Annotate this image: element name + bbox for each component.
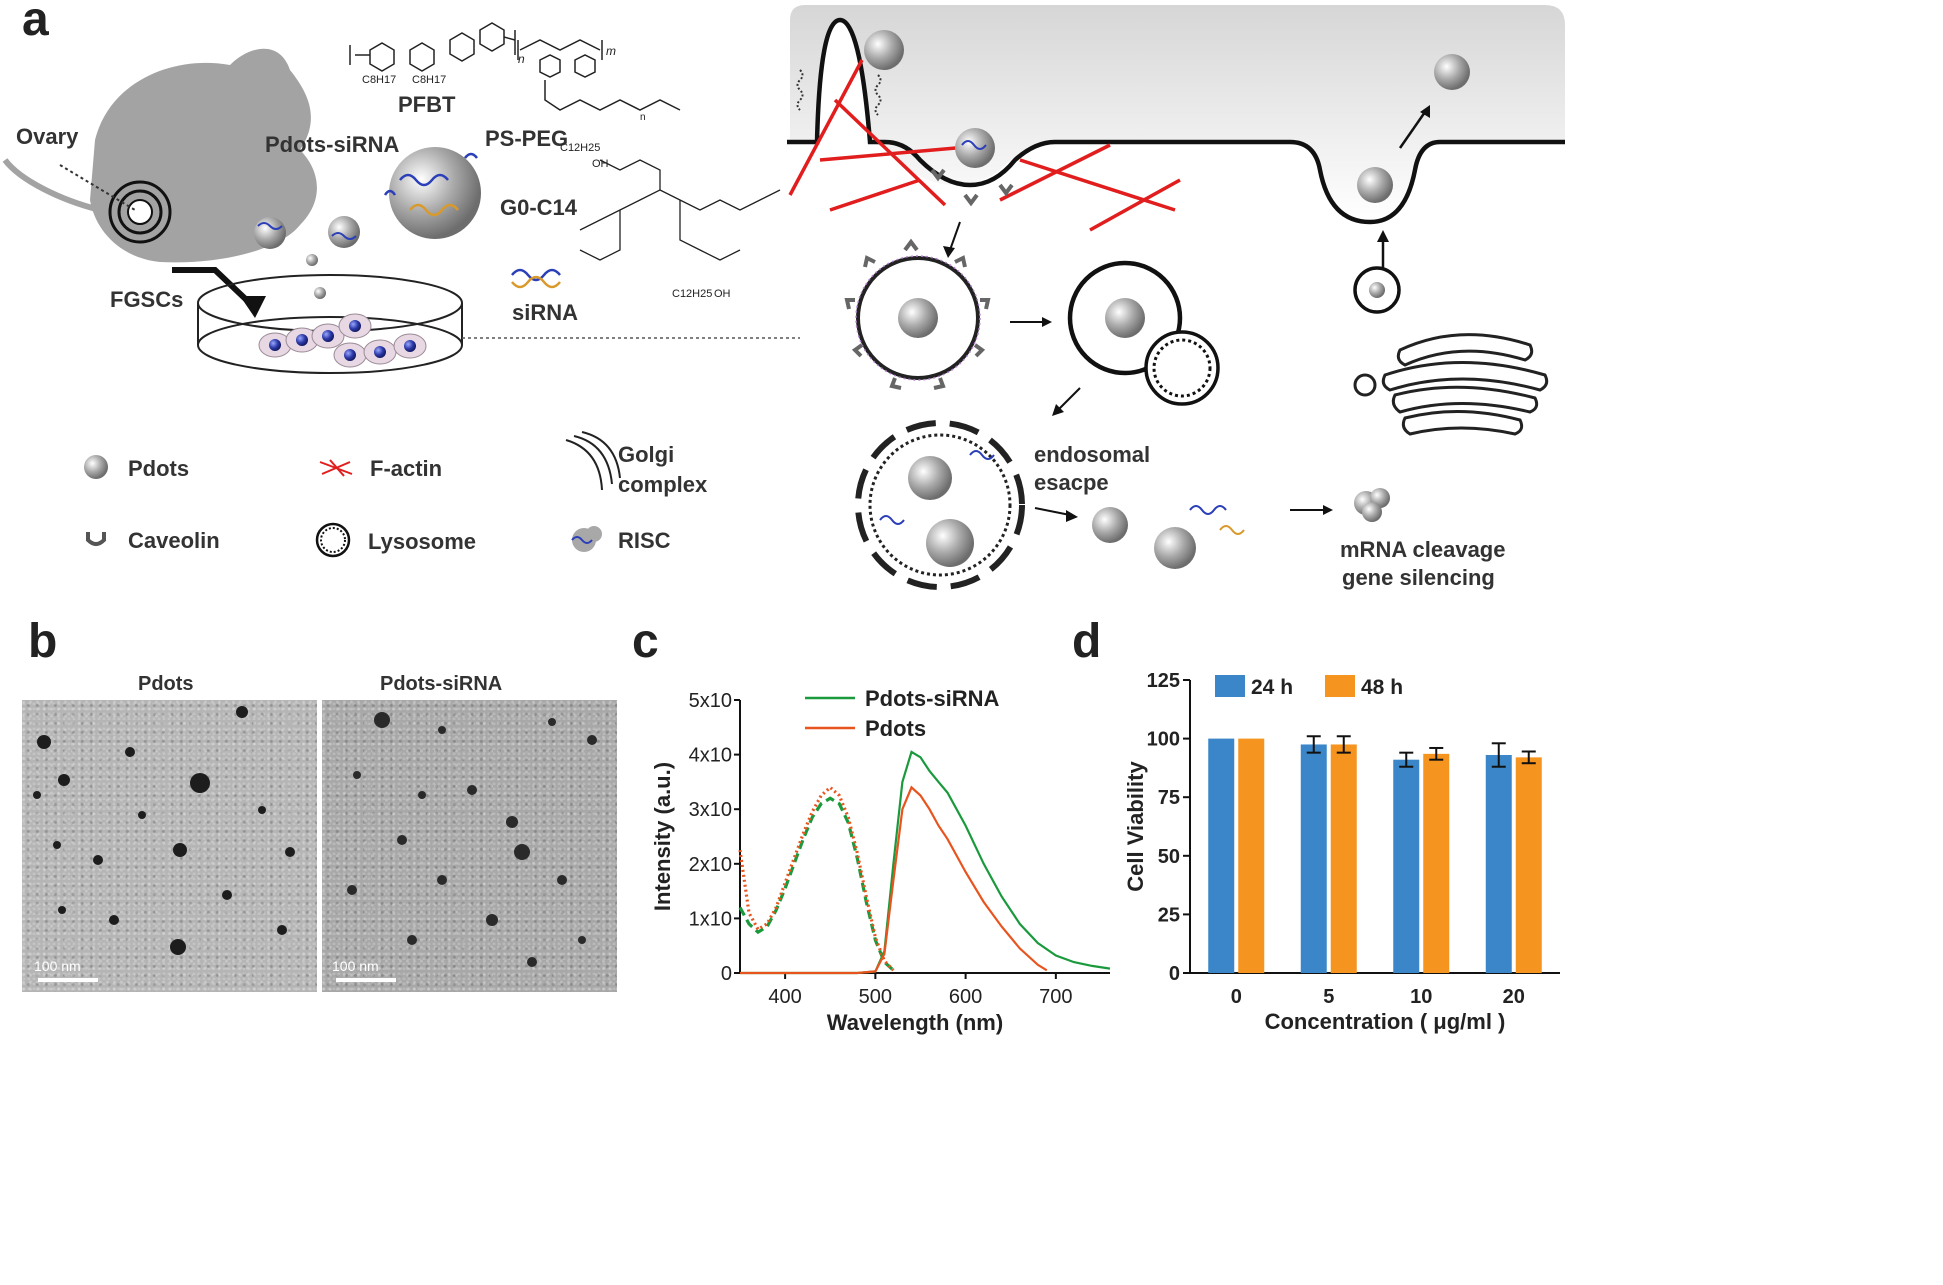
y-tick-label: 75 — [1158, 787, 1180, 809]
pdots-legend-icon — [84, 455, 108, 479]
x-tick-label: 400 — [768, 986, 801, 1008]
g0c14-label: G0-C14 — [500, 195, 578, 220]
bar-48h — [1330, 744, 1357, 973]
y-tick-label: 0 — [721, 963, 732, 985]
y-tick-label: 4x10 — [689, 745, 732, 767]
c12h25-label-1: C12H25 — [560, 142, 601, 154]
endosomal-label-1: endosomal — [1034, 442, 1151, 467]
tem-image-pdots-sirna: 100 nm — [322, 700, 617, 992]
bar-48h — [1238, 738, 1265, 973]
scale-bar-left: 100 nm — [34, 958, 81, 974]
pfbt-sub-left: C8H17 — [362, 74, 397, 86]
legend-icons — [84, 431, 621, 558]
ps-peg-label: PS-PEG — [485, 126, 569, 151]
bar-24h — [1485, 755, 1512, 973]
legend-pdots: Pdots — [128, 456, 190, 481]
arrow-to-dish — [172, 267, 258, 311]
y-tick-label: 1x10 — [689, 908, 732, 930]
y-tick-label: 50 — [1158, 846, 1180, 868]
legend-label: 24 h — [1251, 676, 1293, 699]
ps-peg-m: m — [606, 44, 616, 58]
legend-swatch — [1215, 675, 1245, 697]
y-axis-label: Cell Viability — [1123, 761, 1148, 892]
y-axis-label: Intensity (a.u.) — [650, 762, 675, 911]
legend-golgi-2: complex — [618, 472, 708, 497]
c12h25-label-2: C12H25 — [672, 288, 713, 300]
pfbt-sub-right: C8H17 — [412, 74, 447, 86]
y-tick-label: 125 — [1147, 670, 1180, 692]
y-tick-label: 0 — [1169, 963, 1180, 985]
series-line-absorption — [738, 796, 895, 972]
tem-right-title: Pdots-siRNA — [380, 673, 503, 695]
golgi-legend-icon — [565, 431, 621, 491]
panel-b-letter: b — [28, 615, 58, 668]
pfbt-label: PFBT — [398, 92, 456, 117]
petri-dish — [197, 274, 800, 374]
panel-a-letter: a — [22, 0, 49, 46]
ovary-label: Ovary — [16, 124, 79, 149]
x-tick-label: 10 — [1410, 986, 1432, 1008]
ps-peg-n: n — [640, 112, 646, 123]
pdots-sirna-label: Pdots-siRNA — [265, 132, 400, 157]
g0c14-structure — [579, 159, 781, 261]
factin-legend-icon — [319, 459, 353, 477]
scale-bar-right: 100 nm — [332, 958, 379, 974]
cell-membrane-scheme — [787, 5, 1565, 590]
pfbt-structure — [349, 22, 516, 72]
golgi-diagram — [1353, 333, 1549, 436]
x-tick-label: 20 — [1503, 986, 1525, 1008]
legend-label: Pdots — [865, 716, 926, 741]
ps-peg-structure — [517, 39, 681, 111]
bar-24h — [1208, 738, 1235, 973]
x-tick-label: 700 — [1039, 986, 1072, 1008]
spectra-chart: 400 500 600 700 0 1x10 2x10 3x10 4x10 5x10Wavelen… — [650, 686, 1111, 1035]
fgscs-label: FGSCs — [110, 287, 184, 312]
y-tick-label: 3x10 — [689, 799, 732, 821]
panel-a-illustration — [2, 5, 1565, 590]
legend-lysosome: Lysosome — [368, 529, 477, 554]
bar-24h — [1393, 759, 1420, 973]
legend-risc: RISC — [618, 528, 671, 553]
series-line-emission — [740, 750, 1111, 975]
series-line-absorption — [738, 785, 895, 972]
legend-label: Pdots-siRNA — [865, 686, 1000, 711]
mrna-label-2: gene silencing — [1342, 565, 1495, 590]
oh-label-1: OH — [592, 158, 609, 170]
series-line-emission — [740, 785, 1048, 975]
sirna-label: siRNA — [512, 300, 579, 325]
tem-image-pdots: 100 nm — [22, 700, 317, 992]
pfbt-n: n — [518, 52, 525, 66]
legend-factin: F-actin — [370, 456, 443, 481]
mouse-silhouette — [2, 48, 317, 263]
x-tick-label: 5 — [1323, 986, 1334, 1008]
panel-c-letter: c — [632, 615, 659, 668]
y-tick-label: 25 — [1158, 904, 1180, 926]
legend-swatch — [1325, 675, 1355, 697]
caveolin-legend-icon — [86, 532, 106, 546]
panel-d-letter: d — [1072, 615, 1102, 668]
y-tick-label: 100 — [1147, 729, 1180, 751]
pdots-sirna-particles — [254, 147, 481, 299]
x-tick-label: 600 — [949, 986, 982, 1008]
tem-left-title: Pdots — [138, 673, 194, 695]
x-tick-label: 0 — [1231, 986, 1242, 1008]
bar-24h — [1300, 744, 1327, 973]
bar-48h — [1515, 757, 1542, 973]
x-tick-label: 500 — [859, 986, 892, 1008]
risc-legend-icon — [571, 526, 602, 552]
x-axis-label: Wavelength (nm) — [827, 1010, 1003, 1035]
bar-48h — [1423, 753, 1450, 973]
legend-caveolin: Caveolin — [128, 528, 220, 553]
legend-label: 48 h — [1361, 676, 1403, 699]
mrna-label-1: mRNA cleavage — [1340, 537, 1506, 562]
y-tick-label: 5x10 — [689, 690, 732, 712]
legend-golgi-1: Golgi — [618, 442, 675, 467]
y-tick-label: 2x10 — [689, 854, 732, 876]
endosomal-label-2: esacpe — [1034, 470, 1109, 495]
sirna-helix — [511, 268, 561, 289]
x-axis-label: Concentration ( μg/ml ) — [1265, 1009, 1506, 1034]
oh-label-2: OH — [714, 288, 731, 300]
